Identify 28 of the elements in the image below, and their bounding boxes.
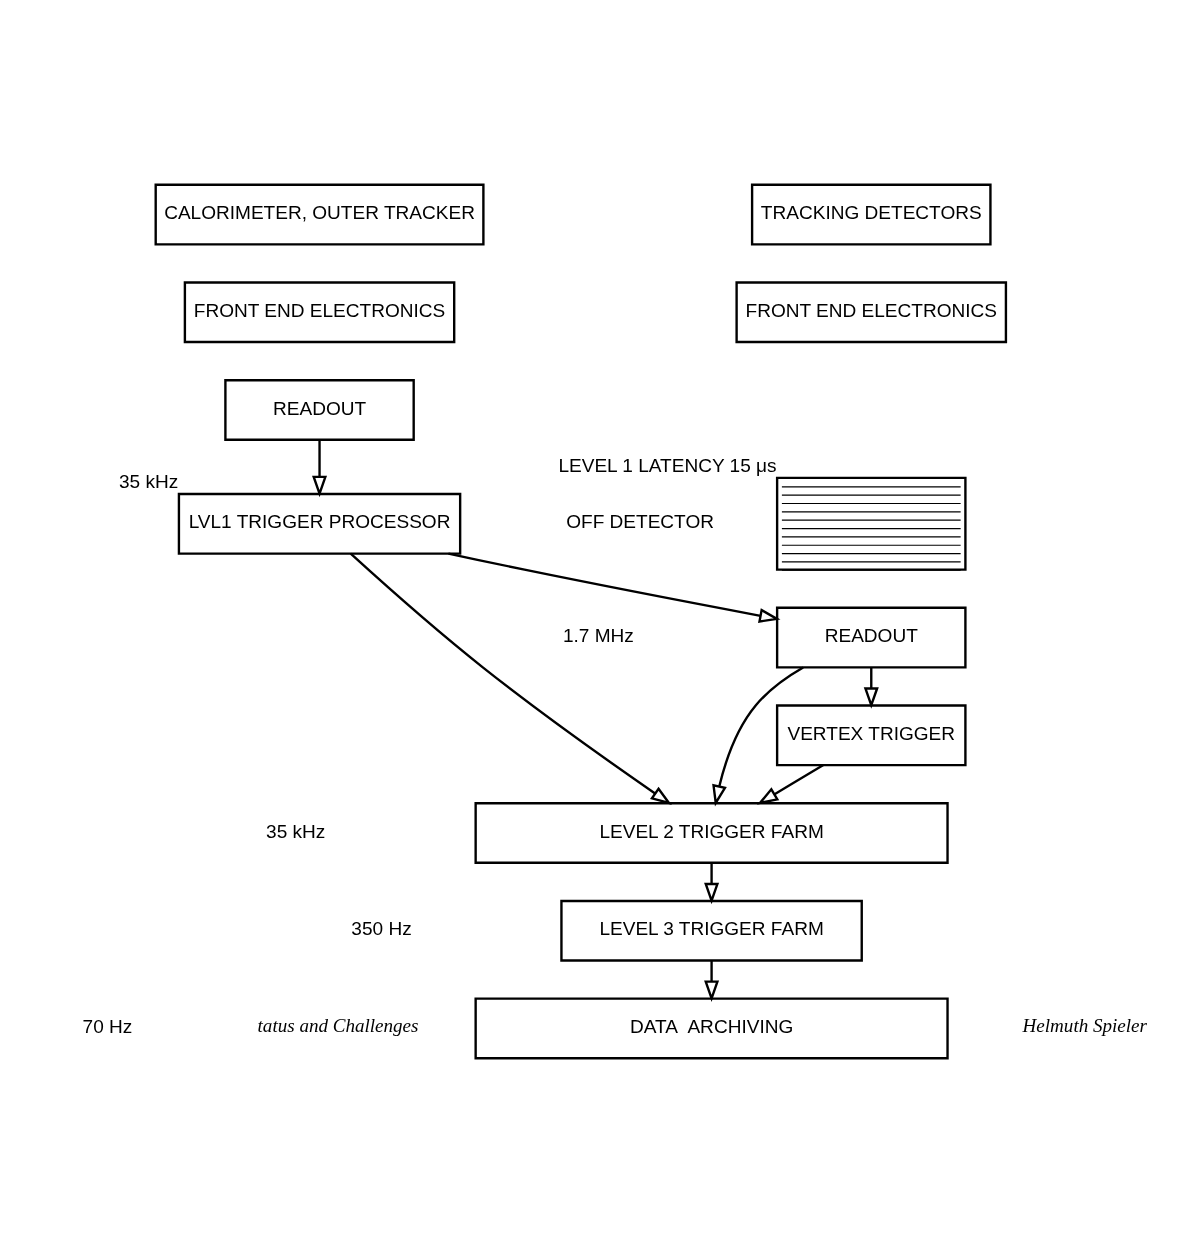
node-box: FRONT END ELECTRONICS	[183, 280, 456, 343]
arrow	[712, 665, 804, 806]
arrow	[704, 862, 720, 904]
arrow	[349, 552, 672, 805]
label: Helmuth Spieler	[1022, 1014, 1147, 1036]
node-box: LVL1 TRIGGER PROCESSOR	[177, 492, 462, 555]
node-label: 35 kHz	[118, 470, 179, 492]
arrow	[448, 551, 781, 623]
node-label: LEVEL 1 LATENCY 15 μs	[558, 454, 777, 476]
node-box: FRONT END ELECTRONICS	[735, 280, 1008, 343]
node-box: DATA ARCHIVING	[474, 996, 949, 1059]
arrow	[704, 960, 720, 1002]
label: 70 Hz	[82, 1015, 133, 1037]
label: tatus and Challenges	[257, 1014, 419, 1036]
node-box: LEVEL 3 TRIGGER FARM	[560, 899, 863, 962]
arrow	[312, 439, 328, 497]
label: 35 kHz	[266, 820, 326, 842]
label: 350 Hz	[351, 917, 412, 939]
node-box: VERTEX TRIGGER	[775, 703, 967, 766]
label: OFF DETECTOR	[566, 510, 714, 532]
node-box: READOUT	[775, 606, 967, 669]
label: 1.7 MHz	[562, 624, 634, 646]
node-box: LEVEL 2 TRIGGER FARM	[474, 801, 949, 864]
node-box: READOUT	[224, 378, 415, 441]
node-box: TRACKING DETECTORS	[750, 183, 992, 246]
arrow	[863, 666, 879, 709]
arrow	[756, 763, 824, 805]
node-box: CALORIMETER, OUTER TRACKER	[154, 183, 485, 246]
